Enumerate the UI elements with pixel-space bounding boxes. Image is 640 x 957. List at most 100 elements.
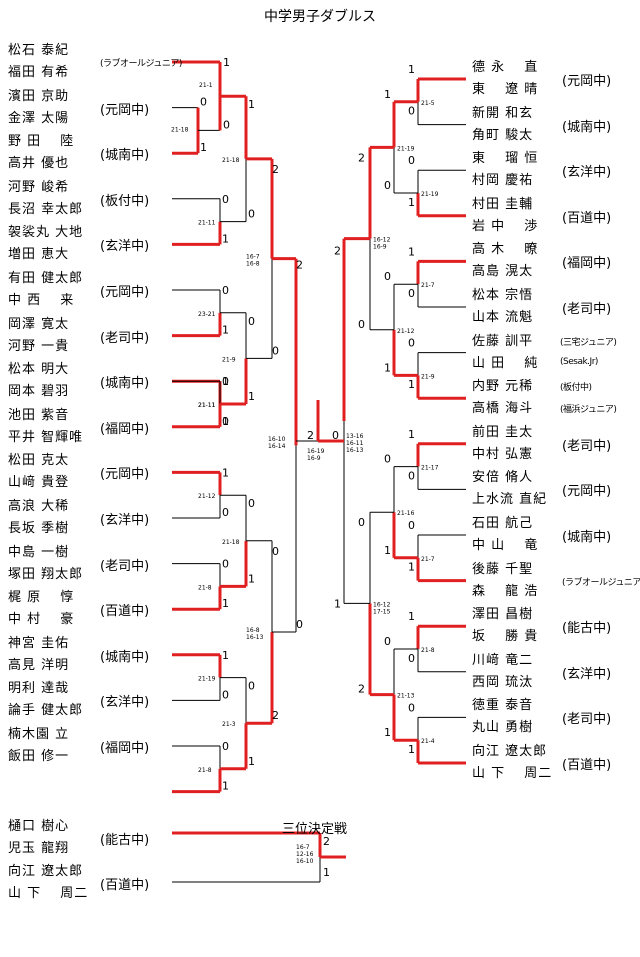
match-result: 1 <box>222 375 229 388</box>
match-score: 21-12 <box>397 328 415 335</box>
team-player-name: 内野 元稀 <box>472 379 534 395</box>
match-result: 0 <box>248 680 255 693</box>
team-player-name: 上水流 直紀 <box>472 492 548 508</box>
match-result: 0 <box>222 375 229 388</box>
team-school: (ラブオールジュニア) <box>562 577 640 588</box>
match-result: 1 <box>384 88 391 101</box>
match-score: 16-8 <box>246 261 260 268</box>
match-result: 0 <box>222 284 229 297</box>
team-player-name: 向江 遼太郎 <box>8 864 84 879</box>
team-player-name: 川﨑 竜二 <box>472 652 534 668</box>
match-score: 16-9 <box>373 244 387 251</box>
team-player-name: 池田 紫音 <box>8 407 70 423</box>
match-score: 21-8 <box>421 647 435 654</box>
match-result: 2 <box>272 163 279 176</box>
team-player-name: 平井 智輝唯 <box>8 429 84 445</box>
match-result: 0 <box>408 652 415 665</box>
team-player-name: 高 木 暸 <box>472 242 539 258</box>
match-score: 21-19 <box>397 145 415 152</box>
team-player-name: 角町 駿太 <box>472 127 534 143</box>
team-school: (玄洋中) <box>562 165 612 181</box>
team-school: (福岡中) <box>100 421 150 437</box>
team-school: (板付中) <box>560 383 592 394</box>
match-result: 0 <box>222 688 229 701</box>
match-result: 0 <box>222 558 229 571</box>
team-player-name: 山 田 純 <box>472 355 539 371</box>
match-result: 0 <box>248 315 255 328</box>
match-result: 1 <box>334 597 341 610</box>
match-score: 12-16 <box>296 851 314 858</box>
team-player-name: 濱田 京助 <box>8 88 70 104</box>
team-player-name: 西岡 琉汰 <box>472 674 534 690</box>
team-player-name: 中村 弘憲 <box>472 446 534 462</box>
team-player-name: 岡本 碧羽 <box>8 384 70 400</box>
team-player-name: 後藤 千聖 <box>472 561 534 577</box>
team-school: (老司中) <box>562 302 612 317</box>
team-school: (玄洋中) <box>100 695 150 711</box>
match-result: 1 <box>408 196 415 209</box>
match-score: 21-11 <box>198 402 216 409</box>
match-score: 16-7 <box>296 844 310 851</box>
match-score: 23-21 <box>198 311 216 318</box>
match-result: 2 <box>272 709 279 722</box>
match-result: 0 <box>384 635 391 648</box>
team-player-name: 塚田 翔太郎 <box>8 566 84 582</box>
match-result: 2 <box>334 245 341 258</box>
match-score: 16-19 <box>307 448 325 455</box>
match-result: 2 <box>358 151 365 164</box>
match-score: 21-19 <box>198 676 216 683</box>
match-result: 0 <box>358 516 365 529</box>
match-result: 1 <box>408 245 415 258</box>
team-school: (元岡中) <box>562 484 612 500</box>
team-player-name: 山 下 周二 <box>472 766 553 781</box>
match-score: 16-12 <box>373 237 391 244</box>
team-player-name: 村田 圭輔 <box>472 196 534 212</box>
team-school: (玄洋中) <box>562 666 612 682</box>
match-result: 1 <box>408 610 415 623</box>
match-result: 0 <box>384 270 391 283</box>
tournament-title: 中学男子ダブルス <box>264 9 376 25</box>
match-score: 17-15 <box>373 608 391 615</box>
match-result: 1 <box>248 390 255 403</box>
match-score: 21-8 <box>198 584 212 591</box>
team-player-name: 河野 一貴 <box>8 338 70 354</box>
team-player-name: 松田 克太 <box>8 453 70 469</box>
team-player-name: 論手 健太郎 <box>8 703 84 719</box>
match-score: 21-18 <box>222 539 240 546</box>
team-player-name: 丸山 勇樹 <box>472 720 534 736</box>
match-result: 2 <box>296 259 303 272</box>
match-score: 21-17 <box>421 465 439 472</box>
match-result: 1 <box>408 561 415 574</box>
match-score: 16-10 <box>296 858 314 865</box>
team-player-name: 中 西 来 <box>8 293 75 308</box>
team-school: (老司中) <box>562 438 612 454</box>
team-player-name: 河野 峻希 <box>8 179 70 195</box>
team-school: (老司中) <box>100 330 150 346</box>
match-score: 21-18 <box>222 157 240 164</box>
team-player-name: 高橋 海斗 <box>472 401 534 417</box>
match-result: 1 <box>248 98 255 111</box>
match-score: 13-16 <box>346 433 364 440</box>
match-score: 21-16 <box>397 510 415 517</box>
match-result: 0 <box>332 429 339 442</box>
team-player-name: 中 山 竜 <box>472 538 539 553</box>
match-score: 16-12 <box>373 601 391 608</box>
match-result: 1 <box>222 415 229 428</box>
match-result: 0 <box>384 179 391 192</box>
match-score: 21-9 <box>421 373 435 380</box>
team-player-name: 中島 一樹 <box>8 544 70 560</box>
match-result: 2 <box>358 683 365 696</box>
match-score: 21-19 <box>421 191 439 198</box>
match-score: 16-10 <box>268 436 286 443</box>
match-result: 0 <box>272 344 279 357</box>
match-result: 1 <box>408 378 415 391</box>
team-player-name: 児玉 龍翔 <box>8 841 70 856</box>
team-player-name: 樋口 樹心 <box>8 819 70 834</box>
team-player-name: 楠木園 立 <box>8 727 70 742</box>
third-place-title: 三位決定戦 <box>282 822 348 837</box>
match-result: 1 <box>222 780 229 793</box>
team-school: (Sesak.Jr) <box>560 356 598 367</box>
match-result: 1 <box>248 755 255 768</box>
team-player-name: 向江 遼太郎 <box>472 744 548 759</box>
